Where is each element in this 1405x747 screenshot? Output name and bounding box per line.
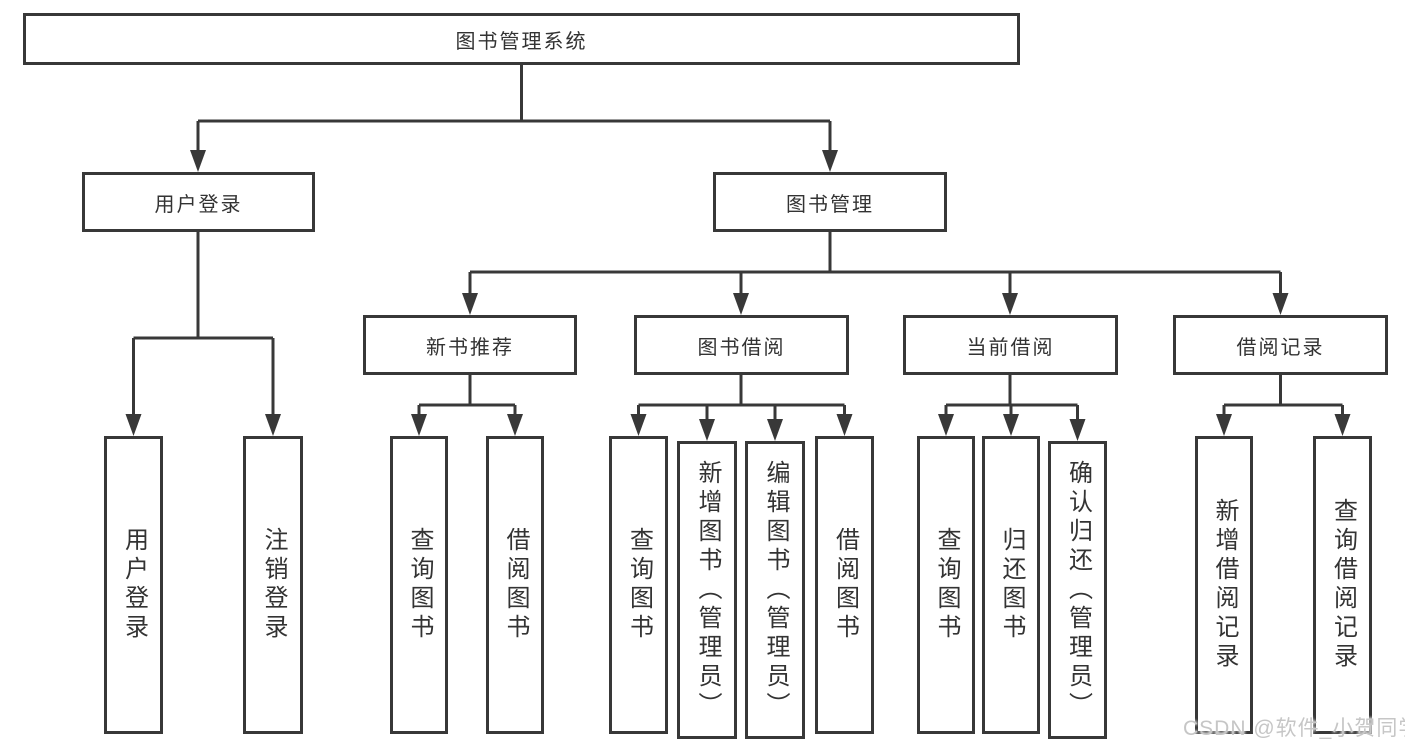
node-leaf-edit-books-admin: 编辑图书（管理员）: [745, 441, 805, 739]
node-leaf-add-books-admin: 新增图书（管理员）: [677, 441, 737, 739]
node-leaf-query-books-current: 查询图书: [917, 436, 975, 734]
node-user-login: 用户登录: [82, 172, 315, 232]
node-leaf-confirm-return-admin: 确认归还（管理员）: [1048, 441, 1107, 739]
node-book-borrowing: 图书借阅: [634, 315, 849, 375]
node-root-library-system: 图书管理系统: [23, 13, 1020, 65]
node-borrowing-records: 借阅记录: [1173, 315, 1388, 375]
node-leaf-query-borrow-record: 查询借阅记录: [1313, 436, 1372, 734]
node-current-borrowing: 当前借阅: [903, 315, 1118, 375]
node-leaf-borrow-books-borrowing: 借阅图书: [815, 436, 874, 734]
arrowheads: [125, 150, 1351, 441]
node-leaf-logout: 注销登录: [243, 436, 303, 734]
node-leaf-borrow-books-recommend: 借阅图书: [486, 436, 544, 734]
node-leaf-query-books-recommend: 查询图书: [390, 436, 448, 734]
node-book-management: 图书管理: [713, 172, 947, 232]
csdn-watermark: CSDN @软件_小贺同学: [1183, 717, 1405, 740]
node-leaf-user-login: 用户登录: [104, 436, 163, 734]
node-leaf-add-borrow-record: 新增借阅记录: [1195, 436, 1253, 734]
node-leaf-query-books-borrowing: 查询图书: [609, 436, 668, 734]
node-new-book-recommend: 新书推荐: [363, 315, 577, 375]
node-leaf-return-books: 归还图书: [982, 436, 1040, 734]
